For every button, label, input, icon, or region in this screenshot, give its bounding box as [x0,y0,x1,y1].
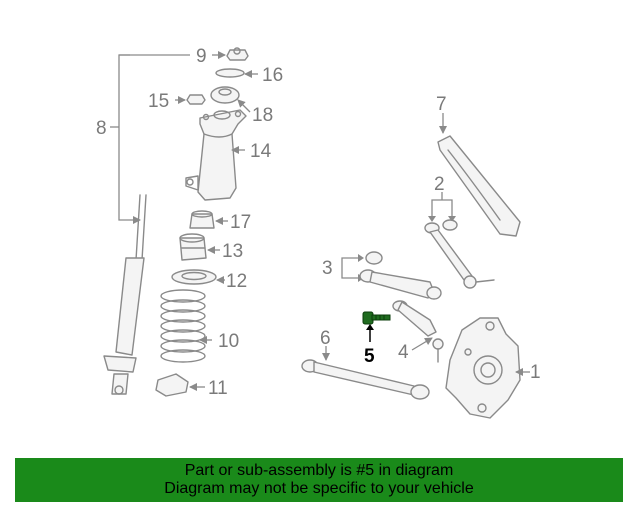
callout-3: 3 [322,258,333,279]
callout-2: 2 [434,174,445,195]
callout-11: 11 [208,378,228,399]
callout-13: 13 [222,241,243,262]
info-banner: Part or sub-assembly is #5 in diagram Di… [15,458,623,502]
callout-1: 1 [530,362,541,383]
part-17-bump-stop [189,210,228,229]
part-18-mount [210,86,251,113]
part-6-lower-arm [301,346,430,400]
callout-9: 9 [196,46,207,67]
callout-16: 16 [262,65,283,86]
callout-12: 12 [226,271,247,292]
banner-line-1: Part or sub-assembly is #5 in diagram [184,462,454,479]
callout-5: 5 [364,346,375,367]
part-16-washer [215,68,258,78]
callout-6: 6 [320,328,331,349]
banner-line-2: Diagram may not be specific to your vehi… [164,480,474,497]
callout-17: 17 [230,212,251,233]
callout-18: 18 [252,105,273,126]
part-15-nut [175,94,206,105]
callout-15: 15 [148,91,169,112]
part-11-insulator [155,373,205,397]
part-13-bumper [179,233,220,261]
part-7-upper-arm [437,113,521,237]
part-5-bolt [362,311,391,342]
part-12-spring-seat [171,269,225,285]
callout-14: 14 [250,141,272,162]
part-14-upper-mount [185,109,247,201]
callout-10: 10 [218,331,239,352]
part-4-link [392,300,444,363]
strut-bracket-leader [110,54,190,224]
part-9-nut [212,47,249,61]
callout-8: 8 [96,118,107,139]
part-10-coil-spring [160,289,212,363]
part-2-bushings [424,192,495,289]
part-1-knuckle [445,317,530,419]
callout-7: 7 [436,94,447,115]
shock-absorber [103,194,147,395]
part-3-link [341,251,442,300]
callout-4: 4 [398,342,409,363]
